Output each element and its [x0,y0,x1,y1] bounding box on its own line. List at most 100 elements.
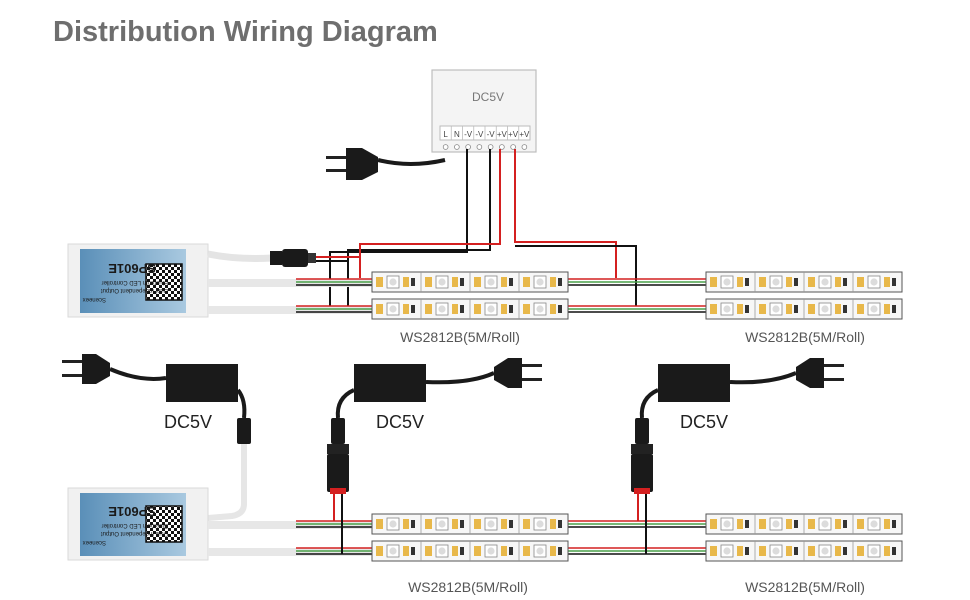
strip-pad [759,546,766,556]
strip-led [487,520,495,528]
terminal-label: +V [497,130,508,139]
strip-pad [884,304,890,314]
strip-pad [452,304,458,314]
power-adapter-1: DC5V [62,354,251,521]
strip-pad [376,546,383,556]
led-strip-bottom-right-a [705,513,903,535]
strip-pad [403,546,409,556]
strip-led [772,520,780,528]
strip-pad [550,277,556,287]
strip-pad [425,546,432,556]
strip-led [870,520,878,528]
ac-plug-top [326,148,446,180]
strip-pad [425,519,432,529]
strip-label-top-right: WS2812B(5M/Roll) [745,329,865,345]
strip-resistor [745,305,749,313]
strip-pad [474,304,481,314]
strip-pad [737,519,743,529]
strip-resistor [843,520,847,528]
strip-pad [759,277,766,287]
strip-resistor [509,547,513,555]
strip-led [487,278,495,286]
strip-pad [759,519,766,529]
strip-resistor [411,305,415,313]
strip-pad [403,277,409,287]
strip-resistor [558,305,562,313]
strip-led [821,520,829,528]
terminal-screw [487,144,494,150]
strip-pad [403,519,409,529]
strip-led [723,305,731,313]
led-strip-top-right-b [705,298,903,320]
strip-pad [835,304,841,314]
controller-model: SP601E [108,261,156,276]
strip-resistor [745,520,749,528]
strip-pad [376,519,383,529]
strip-resistor [794,547,798,555]
led-strip-top-left-a [371,271,569,293]
strip-pad [501,304,507,314]
strip-resistor [843,547,847,555]
power-adapter-2: DC5V [327,358,542,494]
strip-pad [857,546,864,556]
strip-resistor [843,305,847,313]
strip-pad [523,304,530,314]
strip-resistor [892,520,896,528]
terminal-label: -V [464,130,473,139]
strip-pad [835,546,841,556]
terminal-screw [499,144,505,150]
strip-led [536,278,544,286]
controller-line2: Dual Independent Output [101,287,168,293]
controller-brand: Sceneex [83,296,106,302]
led-strip-bottom-left-a [371,513,569,535]
strip-pad [710,304,717,314]
strip-label-bottom-right: WS2812B(5M/Roll) [745,579,865,595]
strip-pad [737,304,743,314]
strip-led [870,278,878,286]
strip-led [821,278,829,286]
controller-bottom: SP601E Bluetooth LED Controller Dual Ind… [67,487,209,561]
strip-led [821,305,829,313]
strip-led [389,278,397,286]
strip-pad [835,277,841,287]
strip-resistor [460,547,464,555]
terminal-screw [465,144,471,150]
strip-pad [884,277,890,287]
strip-pad [474,546,481,556]
terminal-screw [442,144,449,150]
strip-led [389,520,397,528]
strip-label-top-left: WS2812B(5M/Roll) [400,329,520,345]
terminal-screw [476,144,483,150]
strip-pad [550,304,556,314]
strip-led [772,547,780,555]
strip-resistor [509,520,513,528]
strip-led [438,278,446,286]
strip-pad [452,519,458,529]
terminal-label: L [443,130,448,139]
strip-pad [857,277,864,287]
strip-pad [808,304,815,314]
strip-resistor [892,547,896,555]
strip-led [772,305,780,313]
led-strip-top-left-b [371,298,569,320]
strip-pad [857,519,864,529]
strip-resistor [411,520,415,528]
strip-led [536,547,544,555]
power-supply-screws [442,144,528,150]
strip-pad [710,277,717,287]
strip-resistor [892,278,896,286]
strip-led [389,305,397,313]
strip-resistor [558,547,562,555]
top-strip-links [568,278,706,313]
strip-led [772,278,780,286]
strip-pad [737,277,743,287]
strip-resistor [558,278,562,286]
strip-resistor [509,305,513,313]
strip-pad [452,546,458,556]
strip-pad [523,546,530,556]
controller-top: SP601E Bluetooth LED Controller Dual Ind… [67,243,273,318]
strip-pad [759,304,766,314]
terminal-label: -V [475,130,484,139]
strip-pad [474,277,481,287]
